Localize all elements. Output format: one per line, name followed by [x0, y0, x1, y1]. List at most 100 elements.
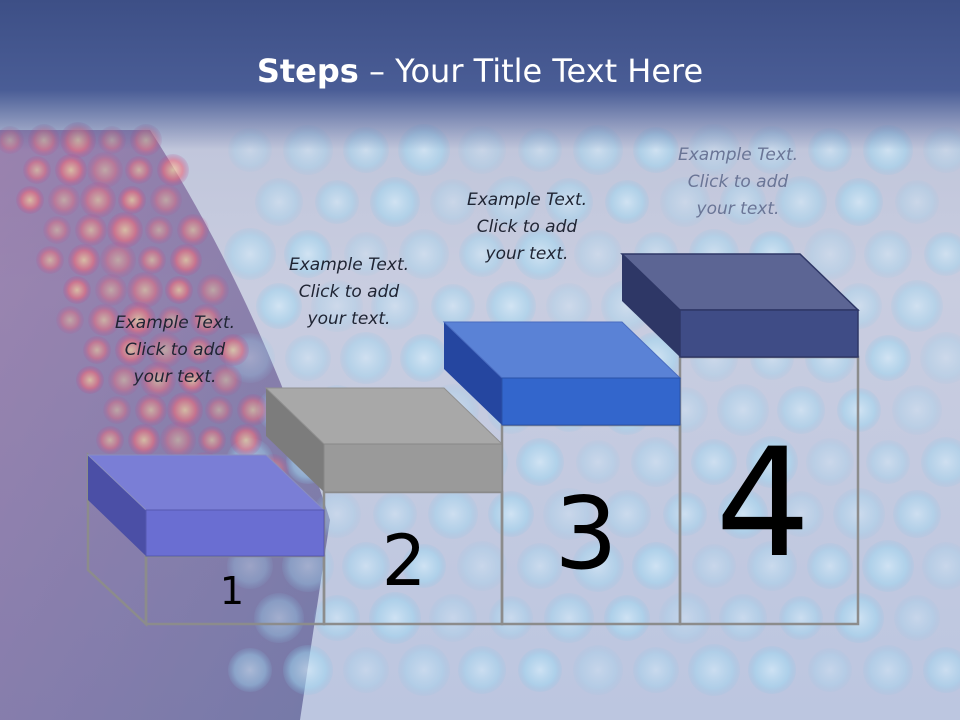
- step-4-caption[interactable]: Example Text. Click to add your text.: [643, 142, 833, 223]
- bokeh-dot: [891, 280, 943, 332]
- bokeh-dot: [720, 179, 766, 225]
- bokeh-dot: [256, 283, 302, 329]
- bokeh-dot: [398, 644, 450, 696]
- caption-line: your text.: [307, 309, 391, 329]
- caption-line: your text.: [133, 367, 217, 387]
- title-rest: – Your Title Text Here: [358, 52, 704, 90]
- bokeh-dot: [177, 214, 209, 246]
- bokeh-dot: [517, 543, 563, 589]
- bokeh-dot: [804, 228, 856, 280]
- bokeh-dot: [574, 230, 622, 278]
- bokeh-dot: [717, 384, 769, 436]
- bokeh-dot: [775, 176, 827, 228]
- bokeh-dot: [546, 283, 592, 329]
- bokeh-dot: [127, 272, 163, 308]
- bokeh-dot: [400, 334, 448, 382]
- bokeh-dot: [340, 332, 392, 384]
- bokeh-dot: [311, 280, 363, 332]
- caption-line: Example Text.: [677, 145, 799, 165]
- bokeh-dot: [633, 647, 679, 693]
- bokeh-dot: [75, 214, 107, 246]
- bokeh-dot: [283, 645, 333, 695]
- bokeh-dot: [923, 647, 960, 693]
- step-2-number: 2: [382, 520, 427, 602]
- bokeh-dot: [747, 541, 797, 591]
- step-3-block[interactable]: [442, 321, 682, 426]
- bokeh-dot: [457, 541, 507, 591]
- bokeh-dot: [314, 595, 360, 641]
- bokeh-dot: [458, 646, 506, 694]
- bokeh-dot: [543, 488, 595, 540]
- bokeh-dot: [237, 394, 269, 426]
- slide-title[interactable]: Steps – Your Title Text Here: [0, 52, 960, 90]
- bokeh-dot: [344, 232, 388, 276]
- bokeh-dot: [217, 334, 249, 366]
- bokeh-dot: [922, 542, 960, 590]
- bokeh-dot: [167, 392, 203, 428]
- bokeh-dot: [459, 231, 505, 277]
- bokeh-dot: [55, 154, 87, 186]
- bokeh-dot: [96, 426, 124, 454]
- bokeh-dot: [115, 334, 147, 366]
- bokeh-dot: [518, 648, 562, 692]
- bokeh-dot: [718, 489, 768, 539]
- bokeh-dot: [190, 304, 222, 336]
- bokeh-dot: [488, 491, 534, 537]
- caption-line: Click to add: [476, 217, 578, 237]
- bokeh-dot: [514, 228, 566, 280]
- bokeh-dot: [808, 648, 852, 692]
- bokeh-dot: [544, 593, 594, 643]
- caption-line: Click to add: [298, 282, 400, 302]
- bokeh-dot: [920, 332, 960, 384]
- step-3-caption[interactable]: Example Text. Click to add your text.: [432, 187, 622, 268]
- bokeh-dot: [145, 216, 173, 244]
- caption-line: Example Text.: [114, 313, 236, 333]
- caption-line: your text.: [696, 199, 780, 219]
- title-bar: [0, 0, 960, 150]
- step-2-block[interactable]: [264, 387, 504, 493]
- bokeh-dot: [572, 540, 624, 592]
- bokeh-dot: [892, 385, 942, 435]
- bokeh-dot: [135, 394, 167, 426]
- bokeh-dot: [88, 304, 120, 336]
- bokeh-dot: [210, 364, 242, 396]
- bokeh-dot: [777, 386, 825, 434]
- bokeh-dot: [632, 542, 680, 590]
- bokeh-dot: [157, 154, 189, 186]
- bokeh-dot: [80, 182, 116, 218]
- step-1-block[interactable]: [86, 454, 326, 557]
- bokeh-dot: [128, 424, 160, 456]
- bokeh-dot: [545, 178, 593, 226]
- bokeh-dot: [76, 366, 104, 394]
- bokeh-dot: [921, 437, 960, 487]
- bokeh-dot: [489, 596, 533, 640]
- step-2-caption[interactable]: Example Text. Click to add your text.: [254, 252, 444, 333]
- bokeh-dot: [806, 438, 854, 486]
- bokeh-dot: [284, 230, 332, 278]
- bokeh-dot: [170, 244, 202, 276]
- bokeh-dot: [103, 396, 131, 424]
- bokeh-dot: [63, 276, 91, 304]
- step-4-block[interactable]: [620, 253, 860, 358]
- step-3-number: 3: [554, 475, 618, 592]
- bokeh-dot: [692, 544, 736, 588]
- bokeh-dot: [255, 178, 303, 226]
- bokeh-dot: [516, 438, 564, 486]
- bokeh-dot: [315, 180, 359, 224]
- caption-line: your text.: [485, 244, 569, 264]
- caption-line: Click to add: [687, 172, 789, 192]
- bokeh-dot: [56, 306, 84, 334]
- step-1-caption[interactable]: Example Text. Click to add your text.: [80, 310, 270, 391]
- bokeh-dot: [691, 439, 737, 485]
- bokeh-dot: [719, 594, 767, 642]
- bokeh-dot: [23, 156, 51, 184]
- bokeh-dot: [573, 645, 623, 695]
- bokeh-dot: [807, 543, 853, 589]
- bokeh-dot: [95, 274, 127, 306]
- bokeh-dot: [205, 396, 233, 424]
- bokeh-dot: [198, 426, 226, 454]
- caption-line: Example Text.: [466, 190, 588, 210]
- bokeh-dot: [158, 306, 186, 334]
